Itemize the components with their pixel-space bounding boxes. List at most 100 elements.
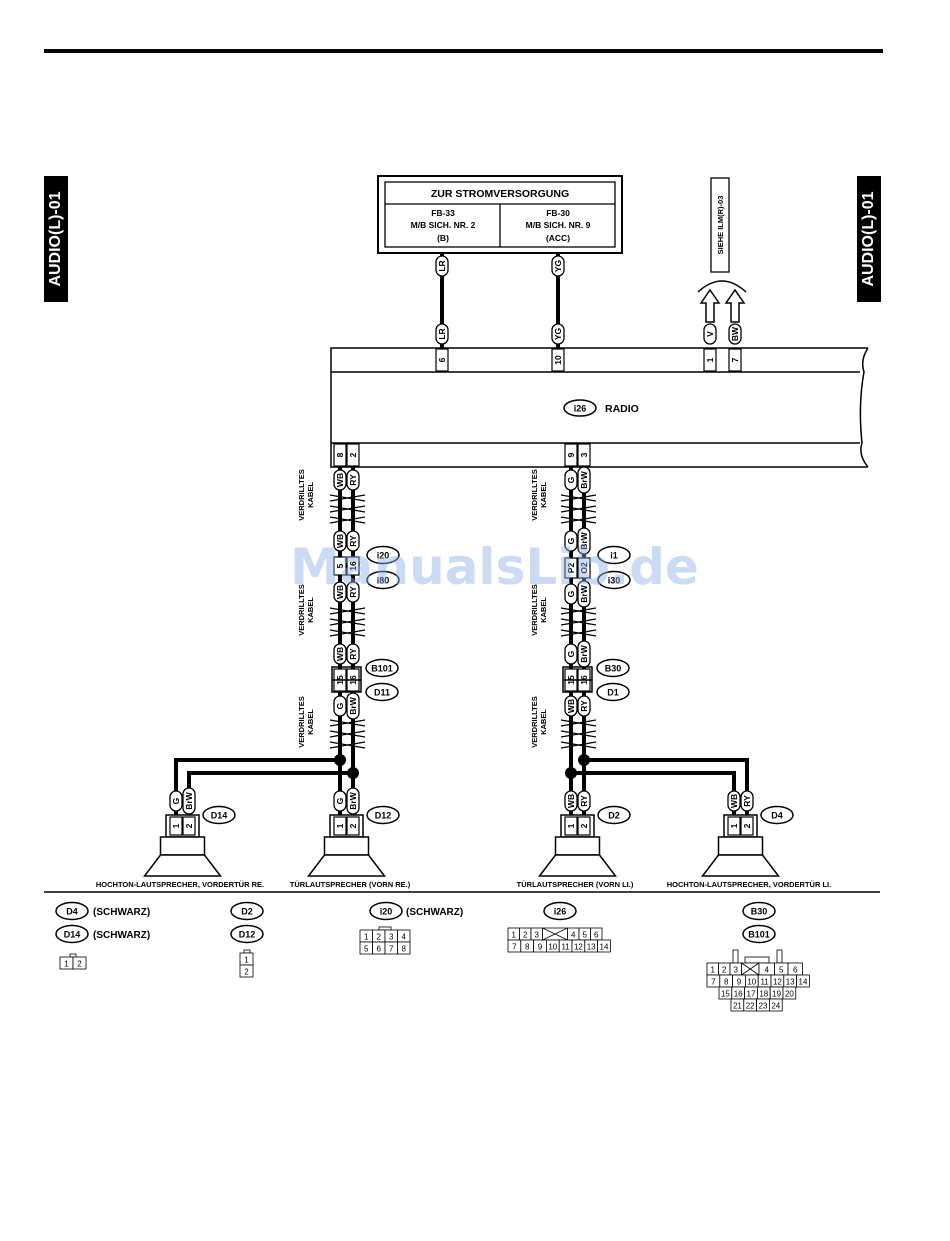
tag-right-c2: RY xyxy=(577,695,591,717)
tag-left-b4: RY xyxy=(346,643,360,665)
connector-legend: D4(SCHWARZ)D14(SCHWARZ)D2D12i20(SCHWARZ)… xyxy=(55,901,810,1012)
legend-i26-7: 7 xyxy=(507,939,522,953)
legend-24-14-text: 14 xyxy=(799,978,808,987)
legend-24-24: 24 xyxy=(769,998,783,1012)
tag-right-b1-text: G xyxy=(566,590,576,597)
pin-7: 7 xyxy=(728,348,742,372)
legend-24-7-text: 7 xyxy=(711,978,716,987)
svg-text:KABEL: KABEL xyxy=(539,597,548,623)
pin-left-16: 16 xyxy=(346,556,360,576)
speaker-conn-d12: D12 xyxy=(366,805,400,825)
legend-24-key-cross xyxy=(741,962,760,976)
legend-2pin-1: 1 xyxy=(59,956,74,970)
legend-d4-note: (SCHWARZ) xyxy=(93,907,150,918)
speaker-wire-b-text: BrW xyxy=(348,791,358,809)
tag-right-a2: BrW xyxy=(577,466,591,494)
legend-key-2pin xyxy=(69,953,77,958)
fuse-left-mode: (B) xyxy=(437,233,449,243)
pin-left-5: 5 xyxy=(333,556,347,576)
conn-i20: i20 xyxy=(366,545,400,565)
legend-2pinv-1-text: 1 xyxy=(244,956,249,965)
speaker-pin-1-text: 1 xyxy=(566,823,576,828)
twist-mark xyxy=(560,741,597,749)
legend-8pin-3-text: 3 xyxy=(389,933,394,942)
conn-i1-outline xyxy=(597,545,631,565)
inline-connectors xyxy=(331,666,593,693)
legend-24-2-text: 2 xyxy=(722,966,727,975)
pin-6-box xyxy=(435,348,449,372)
tag-left-c2: BrW xyxy=(346,692,360,720)
twist-mark xyxy=(329,494,366,502)
legend-i26-3-text: 3 xyxy=(535,931,540,940)
tag-left-c2-capsule xyxy=(346,692,360,720)
legend-24-3: 3 xyxy=(729,962,742,976)
speaker-wire-a-capsule xyxy=(564,790,578,812)
pin-8: 8 xyxy=(333,443,347,467)
legend-24-7: 7 xyxy=(706,974,721,988)
legend-i26-2-text: 2 xyxy=(523,931,528,940)
tag-right-a1: G xyxy=(564,469,578,491)
legend-24-18: 18 xyxy=(757,986,771,1000)
legend-key-2pin-v xyxy=(243,949,251,954)
speaker-magnet xyxy=(554,836,601,856)
tag-right-c1: WB xyxy=(564,695,578,717)
tag-yg-upper: YG xyxy=(551,255,565,277)
legend-24-1: 1 xyxy=(706,962,719,976)
radio-unit xyxy=(330,347,869,468)
tag-right-a3: G xyxy=(564,530,578,552)
speaker-pin-1: 1 xyxy=(727,816,741,836)
legend-i26-11: 11 xyxy=(558,939,573,953)
speaker-pin-1-box xyxy=(564,816,578,836)
speaker-pin-2: 2 xyxy=(346,816,360,836)
legend-24-2: 2 xyxy=(718,962,731,976)
speaker-pin-1: 1 xyxy=(169,816,183,836)
wires-top xyxy=(440,253,560,348)
legend-8pin-1: 1 xyxy=(359,929,373,943)
twist-mark xyxy=(329,607,366,615)
tag-right-b3-capsule xyxy=(564,643,578,665)
tag-lr-lower-capsule xyxy=(435,323,449,345)
tag-left-a2: RY xyxy=(346,469,360,491)
legend-key-24-c xyxy=(744,956,770,964)
speaker-wire-b-capsule xyxy=(346,787,360,815)
legend-b101-text: B101 xyxy=(748,930,770,940)
twist-mark xyxy=(329,730,366,738)
conn-i30: i30 xyxy=(597,570,631,590)
speaker-pin-1-text: 1 xyxy=(171,823,181,828)
legend-d4: D4 xyxy=(55,901,89,921)
fuse-right-id: FB-30 xyxy=(546,208,570,218)
tag-right-c1-text: WB xyxy=(566,699,576,713)
legend-i26-text: i26 xyxy=(554,907,567,917)
legend-i26-12: 12 xyxy=(571,939,586,953)
legend-8pin-8-box xyxy=(397,941,411,955)
speaker-conn-d2-outline xyxy=(597,805,631,825)
legend-8pin-7: 7 xyxy=(384,941,398,955)
legend-i26-1-text: 1 xyxy=(512,931,517,940)
legend-8pin-6-text: 6 xyxy=(377,945,382,954)
speaker-wire-a-text: G xyxy=(335,797,345,804)
tag-left-b2-capsule xyxy=(346,581,360,603)
speaker-cone xyxy=(306,854,387,877)
legend-24-1-text: 1 xyxy=(711,966,716,975)
legend-24-13: 13 xyxy=(783,974,797,988)
pin-1-box xyxy=(703,348,717,372)
speaker-wire-a-text: WB xyxy=(566,794,576,808)
legend-8pin-4: 4 xyxy=(397,929,411,943)
tag-right-c2-text: RY xyxy=(579,700,589,712)
conn-i30-outline xyxy=(597,570,631,590)
speaker-wire-a: G xyxy=(333,790,347,812)
legend-b101-outline xyxy=(742,924,776,944)
conn-i20-text: i20 xyxy=(377,551,390,561)
speaker-wire-a: WB xyxy=(727,790,741,812)
legend-24-14-box xyxy=(796,974,810,988)
tag-yg-lower-capsule xyxy=(551,323,565,345)
conn-d1-text: D1 xyxy=(607,688,619,698)
legend-2pinv-2-text: 2 xyxy=(244,968,249,977)
radio-label: RADIO xyxy=(605,403,639,415)
tag-right-a2-text: BrW xyxy=(579,470,589,488)
legend-24-22: 22 xyxy=(743,998,757,1012)
